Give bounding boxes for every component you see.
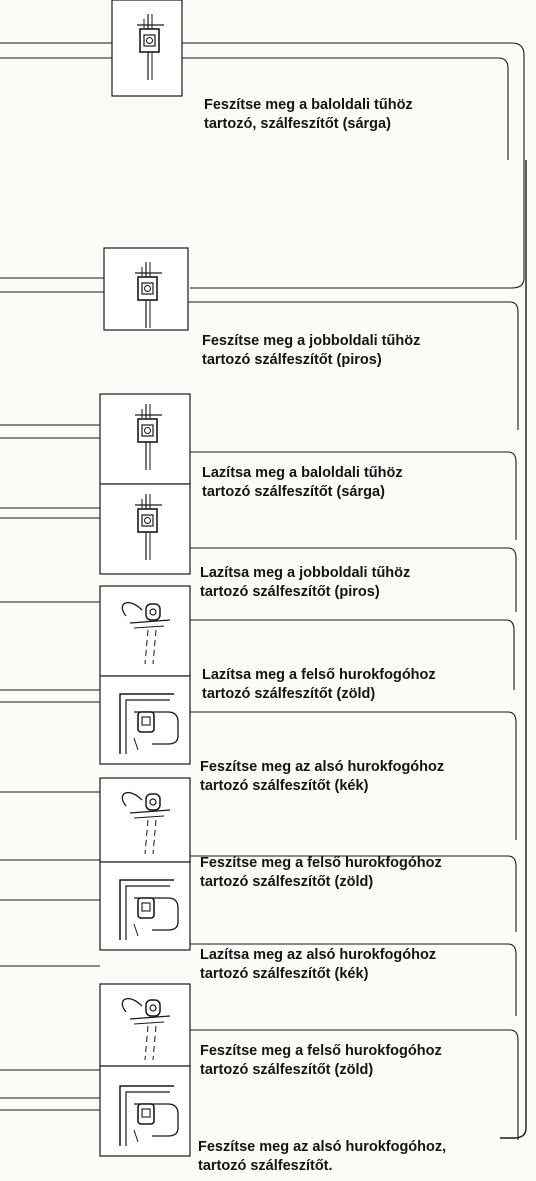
diagram-box bbox=[99, 861, 191, 951]
instruction-step: Feszítse meg az alsó hurokfogóhoz tartoz… bbox=[200, 758, 444, 796]
instruction-step: Lazítsa meg a felső hurokfogóhoz tartozó… bbox=[202, 666, 436, 704]
instruction-line: Lazítsa meg a baloldali tűhöz bbox=[202, 465, 403, 481]
diagram-box bbox=[111, 0, 183, 97]
instruction-step: Feszítse meg az alsó hurokfogóhoz, tarto… bbox=[198, 1138, 446, 1176]
instruction-line: Feszítse meg az alsó hurokfogóhoz bbox=[200, 759, 445, 775]
diagram-box bbox=[99, 393, 191, 485]
instruction-step: Lazítsa meg a jobboldali tűhöz tartozó s… bbox=[200, 564, 410, 602]
instruction-line: tartozó szálfeszítőt. bbox=[198, 1158, 333, 1174]
diagram-box bbox=[99, 585, 191, 677]
instruction-step: Lazítsa meg a baloldali tűhöz tartozó sz… bbox=[202, 464, 403, 502]
diagram-box bbox=[99, 1065, 191, 1157]
instruction-line: Lazítsa meg a jobboldali tűhöz bbox=[200, 565, 411, 581]
instruction-step: Feszítse meg a felső hurokfogóhoz tartoz… bbox=[200, 1042, 442, 1080]
instruction-line: tartozó szálfeszítőt (zöld) bbox=[202, 686, 376, 702]
instruction-line: tartozó, szálfeszítőt (sárga) bbox=[204, 116, 391, 132]
connector-lines bbox=[0, 42, 527, 1140]
instruction-line: Lazítsa meg az alsó hurokfogóhoz bbox=[200, 947, 437, 963]
instruction-line: Feszítse meg a felső hurokfogóhoz bbox=[200, 1043, 442, 1059]
instruction-line: tartozó szálfeszítőt (piros) bbox=[200, 584, 380, 600]
diagram-box bbox=[99, 777, 191, 863]
instruction-line: tartozó szálfeszítőt (kék) bbox=[200, 778, 369, 794]
instruction-line: Feszítse meg a jobboldali tűhöz bbox=[202, 333, 421, 349]
diagram-box bbox=[99, 983, 191, 1067]
instruction-step: Feszítse meg a jobboldali tűhöz tartozó … bbox=[202, 332, 420, 370]
instruction-line: tartozó szálfeszítőt (sárga) bbox=[202, 484, 385, 500]
diagram-box bbox=[99, 483, 191, 575]
instruction-line: Feszítse meg az alsó hurokfogóhoz, bbox=[198, 1139, 447, 1155]
diagram-box bbox=[103, 247, 189, 331]
instruction-step: Lazítsa meg az alsó hurokfogóhoz tartozó… bbox=[200, 946, 436, 984]
instruction-line: Lazítsa meg a felső hurokfogóhoz bbox=[202, 667, 436, 683]
instruction-step: Feszítse meg a baloldali tűhöz tartozó, … bbox=[204, 96, 413, 134]
instruction-line: tartozó szálfeszítőt (zöld) bbox=[200, 1062, 374, 1078]
instruction-line: tartozó szálfeszítőt (piros) bbox=[202, 352, 382, 368]
diagram-box bbox=[99, 675, 191, 765]
instruction-line: tartozó szálfeszítőt (zöld) bbox=[200, 874, 374, 890]
instruction-line: tartozó szálfeszítőt (kék) bbox=[200, 966, 369, 982]
instruction-line: Feszítse meg a baloldali tűhöz bbox=[204, 97, 413, 113]
instruction-line: Feszítse meg a felső hurokfogóhoz bbox=[200, 855, 442, 871]
instruction-step: Feszítse meg a felső hurokfogóhoz tartoz… bbox=[200, 854, 442, 892]
